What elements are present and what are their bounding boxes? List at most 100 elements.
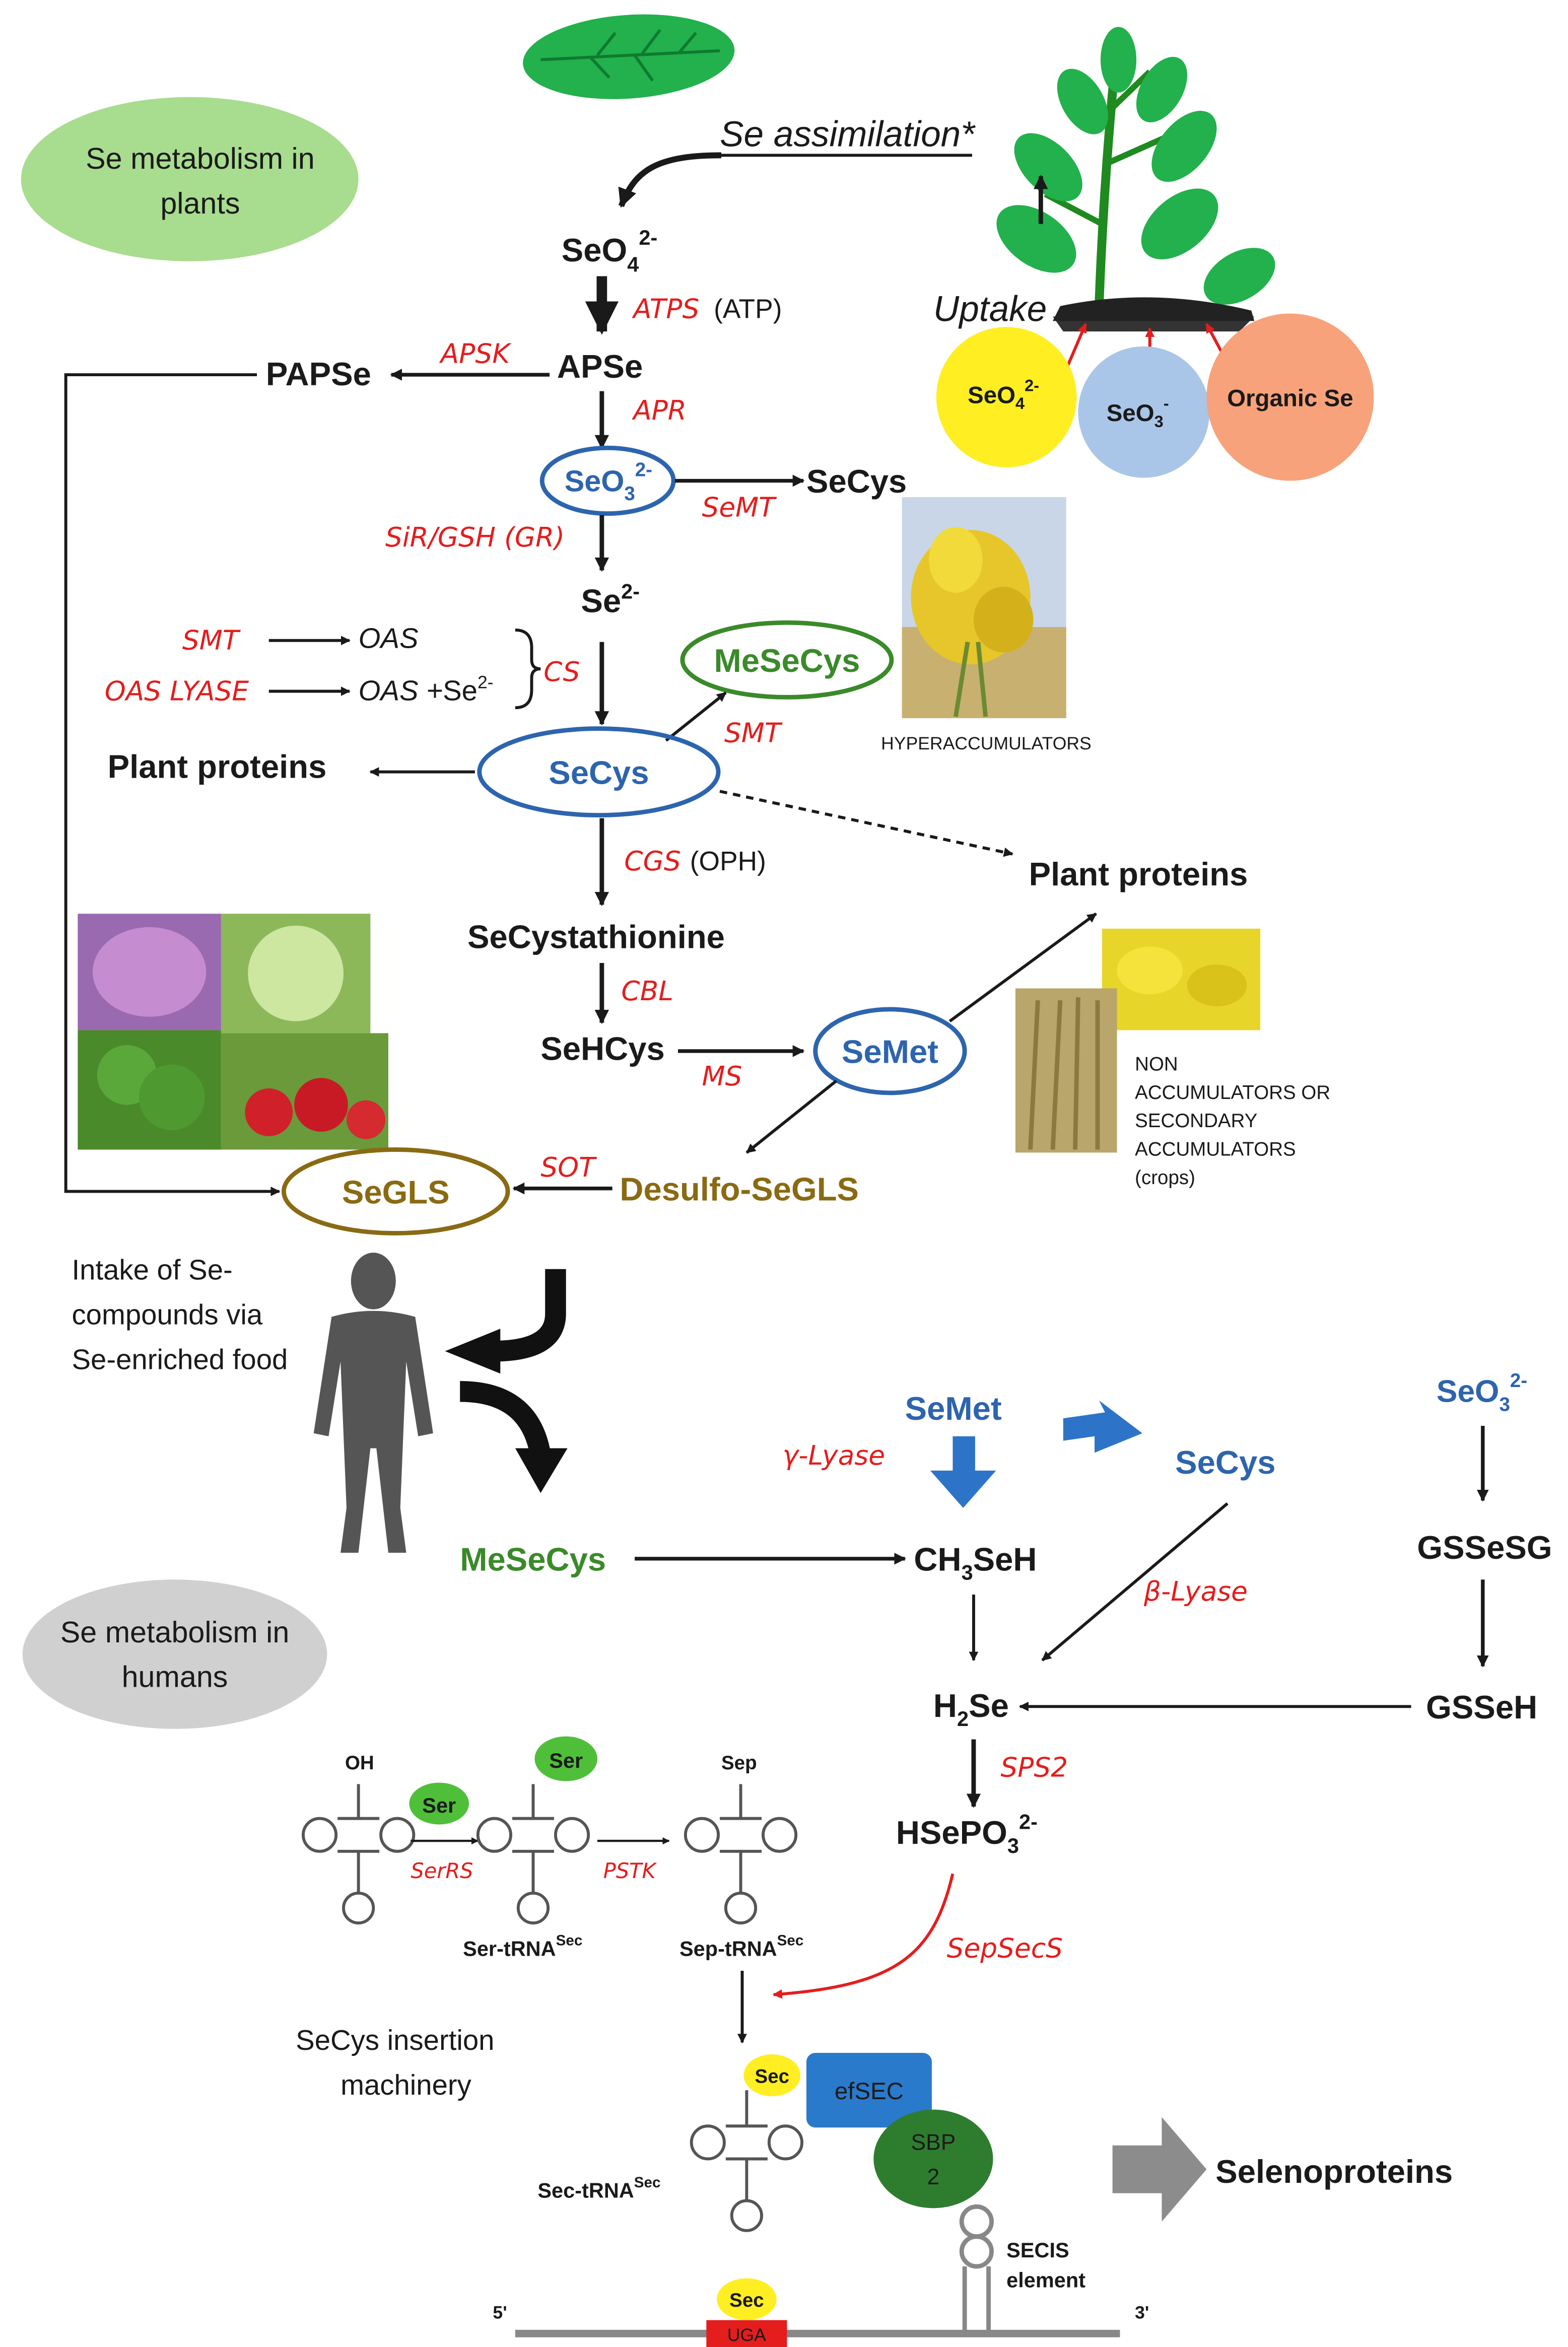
trna-sec [690, 2090, 804, 2232]
secys-plant-node: SeCys [477, 726, 721, 817]
svg-text:Se metabolism in: Se metabolism in [60, 1615, 290, 1649]
svg-text:Organic Se: Organic Se [1227, 385, 1353, 411]
svg-text:SeCys: SeCys [549, 754, 649, 791]
ser-top-badge: Ser [534, 1736, 597, 1781]
sbp2-node: SBP 2 [873, 2109, 993, 2208]
trna-sep [684, 1784, 798, 1925]
secis-element [959, 2204, 994, 2332]
secystathionine-label: SeCystathionine [467, 918, 725, 955]
svg-text:ATPS: ATPS [632, 293, 699, 324]
svg-text:OAS: OAS [359, 623, 419, 654]
plant-proteins-right: Plant proteins [1029, 856, 1248, 892]
selenoproteins-arrow [1112, 2117, 1207, 2222]
svg-text:MS: MS [702, 1060, 742, 1092]
svg-text:ACCUMULATORS OR: ACCUMULATORS OR [1135, 1082, 1330, 1103]
svg-text:Sep: Sep [721, 1752, 757, 1774]
svg-text:ACCUMULATORS: ACCUMULATORS [1135, 1138, 1296, 1160]
seo3-human-label: SeO32- [1437, 1370, 1527, 1415]
svg-text:SiR/GSH (GR): SiR/GSH (GR) [385, 521, 565, 553]
svg-text:plants: plants [160, 186, 240, 220]
selenoproteins-label: Selenoproteins [1215, 2153, 1453, 2190]
ser-badge: Ser [409, 1782, 469, 1825]
svg-text:Se metabolism in: Se metabolism in [86, 142, 315, 175]
sepsecs-arrow [772, 1873, 955, 1999]
trna-ser [476, 1784, 590, 1925]
gsseh-label: GSSeH [1426, 1689, 1537, 1725]
svg-text:SepSecS: SepSecS [947, 1932, 1063, 1964]
insertion-machinery-text: SeCys insertion machinery [296, 2024, 494, 2101]
mesecys-plant-node: MeSeCys [680, 620, 894, 700]
secys-top-label: SeCys [806, 463, 907, 500]
hyperaccumulator-photo [902, 497, 1066, 718]
svg-text:compounds via: compounds via [72, 1298, 262, 1330]
svg-text:CGS: CGS [624, 845, 680, 877]
desulfo-segls-label: Desulfo-SeGLS [620, 1170, 859, 1207]
plants-badge: Se metabolism in plants [21, 97, 359, 261]
svg-text:MeSeCys: MeSeCys [714, 642, 860, 679]
intake-text: Intake of Se- compounds via Se-enriched … [72, 1254, 288, 1375]
svg-text:SMT: SMT [182, 625, 241, 656]
hyperaccumulators-label: HYPERACCUMULATORS [881, 733, 1092, 753]
mesecys-human-label: MeSeCys [460, 1541, 606, 1578]
svg-text:3': 3' [1135, 2303, 1149, 2323]
sec-trna-label: Sec-tRNASec [537, 2174, 660, 2202]
svg-text:2: 2 [927, 2165, 940, 2189]
secys-human-label: SeCys [1175, 1444, 1275, 1481]
svg-text:(crops): (crops) [1135, 1167, 1195, 1189]
svg-text:humans: humans [122, 1660, 228, 1694]
svg-text:SeGLS: SeGLS [342, 1174, 450, 1210]
svg-text:β-Lyase: β-Lyase [1143, 1575, 1248, 1607]
svg-text:CBL: CBL [621, 975, 673, 1007]
svg-text:SPS2: SPS2 [1000, 1752, 1068, 1783]
svg-text:SerRS: SerRS [411, 1858, 473, 1883]
semet-plant-node: SeMet [813, 1007, 967, 1095]
sec-badge-bottom: Sec [717, 2278, 777, 2320]
se-assimilation-label: Se assimilation* [720, 115, 976, 155]
uga-codon: UGA [706, 2320, 787, 2347]
svg-text:(ATP): (ATP) [714, 294, 782, 324]
svg-text:SeMT: SeMT [702, 492, 777, 523]
svg-text:SBP: SBP [911, 2130, 956, 2155]
svg-text:SMT: SMT [724, 717, 783, 748]
blue-down-arrow [930, 1436, 996, 1508]
trna-oh [302, 1784, 416, 1925]
seo4-label: SeO42- [562, 226, 657, 276]
svg-text:NON: NON [1135, 1053, 1178, 1075]
svg-text:Sec: Sec [755, 2065, 790, 2087]
svg-text:machinery: machinery [340, 2069, 472, 2101]
svg-text:Ser: Ser [422, 1793, 456, 1817]
svg-text:SOT: SOT [540, 1151, 597, 1183]
non-accumulators-label: NON ACCUMULATORS OR SECONDARY ACCUMULATO… [1135, 1053, 1330, 1188]
svg-text:Intake of Se-: Intake of Se- [72, 1254, 232, 1285]
humans-badge: Se metabolism in humans [22, 1579, 327, 1729]
svg-text:CS: CS [543, 656, 580, 687]
svg-text:SeMet: SeMet [842, 1033, 938, 1070]
svg-text:Ser: Ser [549, 1749, 583, 1772]
blue-diag-arrow [1063, 1400, 1142, 1453]
svg-text:SeO42-: SeO42- [968, 376, 1039, 413]
svg-text:SeCys insertion: SeCys insertion [296, 2024, 494, 2056]
leaf-icon [523, 14, 735, 99]
svg-text:γ-Lyase: γ-Lyase [783, 1439, 885, 1471]
papse-label: PAPSe [266, 356, 371, 392]
semet-human-label: SeMet [905, 1390, 1002, 1427]
svg-text:PSTK: PSTK [603, 1858, 657, 1883]
svg-text:5': 5' [493, 2303, 507, 2323]
svg-text:SECONDARY: SECONDARY [1135, 1110, 1257, 1132]
sehcys-label: SeHCys [540, 1030, 664, 1067]
svg-text:APR: APR [632, 394, 687, 426]
h2se-label: H2Se [933, 1687, 1009, 1731]
sec-badge-top: Sec [743, 2054, 801, 2096]
svg-text:Sec: Sec [729, 2290, 764, 2311]
apse-label: APSe [557, 348, 643, 385]
assimilation-arrow [618, 152, 721, 208]
seo3-node: SeO32- [539, 445, 676, 516]
plant-illustration [996, 27, 1275, 332]
human-silhouette [313, 1253, 433, 1553]
ch3seh-label: CH3SeH [914, 1541, 1037, 1584]
crops-photo [1015, 928, 1261, 1153]
gssesg-label: GSSeSG [1417, 1529, 1552, 1566]
brassica-photo-grid [78, 914, 388, 1150]
svg-text:OAS +Se2-: OAS +Se2- [359, 672, 494, 707]
